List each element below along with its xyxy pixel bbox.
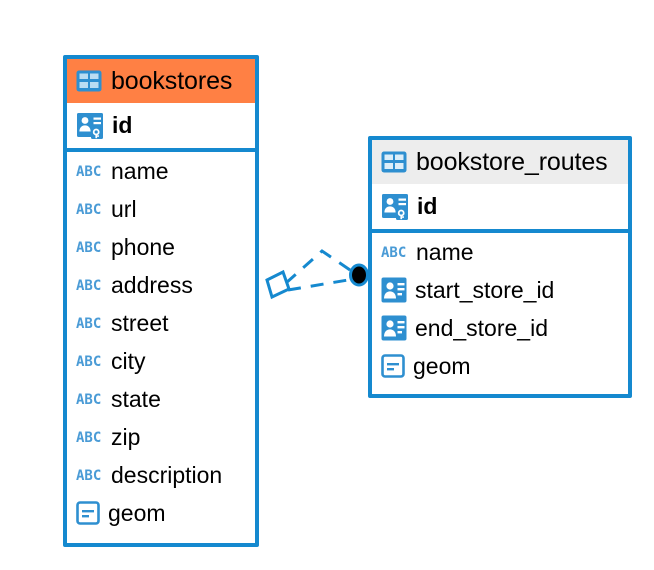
primary-key-icon	[77, 112, 103, 139]
geometry-icon	[76, 501, 100, 525]
svg-text:ABC: ABC	[76, 240, 101, 256]
table-icon	[381, 151, 407, 173]
field-label: geom	[108, 499, 166, 526]
field-row-primary-key[interactable]: id	[372, 184, 628, 229]
svg-text:ABC: ABC	[381, 245, 406, 261]
field-label: zip	[111, 423, 141, 450]
field-label: name	[416, 238, 474, 265]
field-row-end-store-id[interactable]: end_store_id	[372, 309, 628, 347]
field-label: state	[111, 385, 161, 412]
field-row-name[interactable]: ABC name	[67, 152, 255, 190]
geometry-icon	[381, 354, 405, 378]
svg-text:ABC: ABC	[76, 430, 101, 446]
svg-text:ABC: ABC	[76, 468, 101, 484]
entity-name-label: bookstore_routes	[416, 147, 608, 176]
field-label: name	[111, 157, 169, 184]
abc-text-icon: ABC	[76, 240, 101, 256]
field-label: description	[111, 461, 223, 488]
field-label: url	[111, 195, 137, 222]
field-row-address[interactable]: ABC address	[67, 266, 255, 304]
abc-text-icon: ABC	[76, 354, 101, 370]
field-label: phone	[111, 233, 175, 260]
field-row-state[interactable]: ABC state	[67, 380, 255, 418]
field-row-description[interactable]: ABC description	[67, 456, 255, 494]
abc-text-icon: ABC	[76, 202, 101, 218]
table-icon	[76, 70, 102, 92]
field-label: id	[417, 193, 438, 219]
foreign-key-icon	[381, 315, 407, 341]
svg-text:ABC: ABC	[76, 392, 101, 408]
field-label: street	[111, 309, 169, 336]
svg-text:ABC: ABC	[76, 316, 101, 332]
field-row-street[interactable]: ABC street	[67, 304, 255, 342]
entity-fields-bookstore-routes: ABC name start_store_id	[372, 233, 628, 385]
relationship-target-circle-icon	[349, 263, 369, 287]
primary-key-divider	[67, 148, 255, 152]
field-label: city	[111, 347, 146, 374]
svg-text:ABC: ABC	[76, 202, 101, 218]
abc-text-icon: ABC	[76, 430, 101, 446]
abc-text-icon: ABC	[76, 468, 101, 484]
primary-key-divider	[372, 229, 628, 233]
field-row-city[interactable]: ABC city	[67, 342, 255, 380]
foreign-key-icon	[381, 277, 407, 303]
field-row-zip[interactable]: ABC zip	[67, 418, 255, 456]
entity-header-bookstore-routes[interactable]: bookstore_routes	[372, 140, 628, 184]
field-label: id	[112, 112, 133, 138]
svg-text:ABC: ABC	[76, 354, 101, 370]
field-row-name[interactable]: ABC name	[372, 233, 628, 271]
primary-key-icon	[382, 193, 408, 220]
entity-table-bookstore-routes[interactable]: bookstore_routes id ABC nam	[368, 136, 632, 398]
abc-text-icon: ABC	[76, 278, 101, 294]
svg-text:ABC: ABC	[76, 164, 101, 180]
field-row-url[interactable]: ABC url	[67, 190, 255, 228]
field-row-phone[interactable]: ABC phone	[67, 228, 255, 266]
field-label: start_store_id	[415, 276, 555, 303]
field-row-geom[interactable]: geom	[67, 494, 255, 532]
relationship-line-upper	[285, 249, 357, 285]
field-row-start-store-id[interactable]: start_store_id	[372, 271, 628, 309]
svg-text:ABC: ABC	[76, 278, 101, 294]
field-row-primary-key[interactable]: id	[67, 103, 255, 148]
entity-table-bookstores[interactable]: bookstores id ABC name	[63, 55, 259, 547]
field-label: end_store_id	[415, 314, 548, 341]
abc-text-icon: ABC	[76, 316, 101, 332]
abc-text-icon: ABC	[381, 245, 406, 261]
entity-fields-bookstores: ABC name ABC url ABC phone ABC	[67, 152, 255, 532]
entity-name-label: bookstores	[111, 66, 233, 95]
abc-text-icon: ABC	[76, 392, 101, 408]
relationship-line-lower	[287, 277, 355, 292]
relationship-source-diamond-icon	[265, 269, 291, 300]
field-label: geom	[413, 352, 471, 379]
field-label: address	[111, 271, 193, 298]
field-row-geom[interactable]: geom	[372, 347, 628, 385]
abc-text-icon: ABC	[76, 164, 101, 180]
entity-header-bookstores[interactable]: bookstores	[67, 59, 255, 103]
